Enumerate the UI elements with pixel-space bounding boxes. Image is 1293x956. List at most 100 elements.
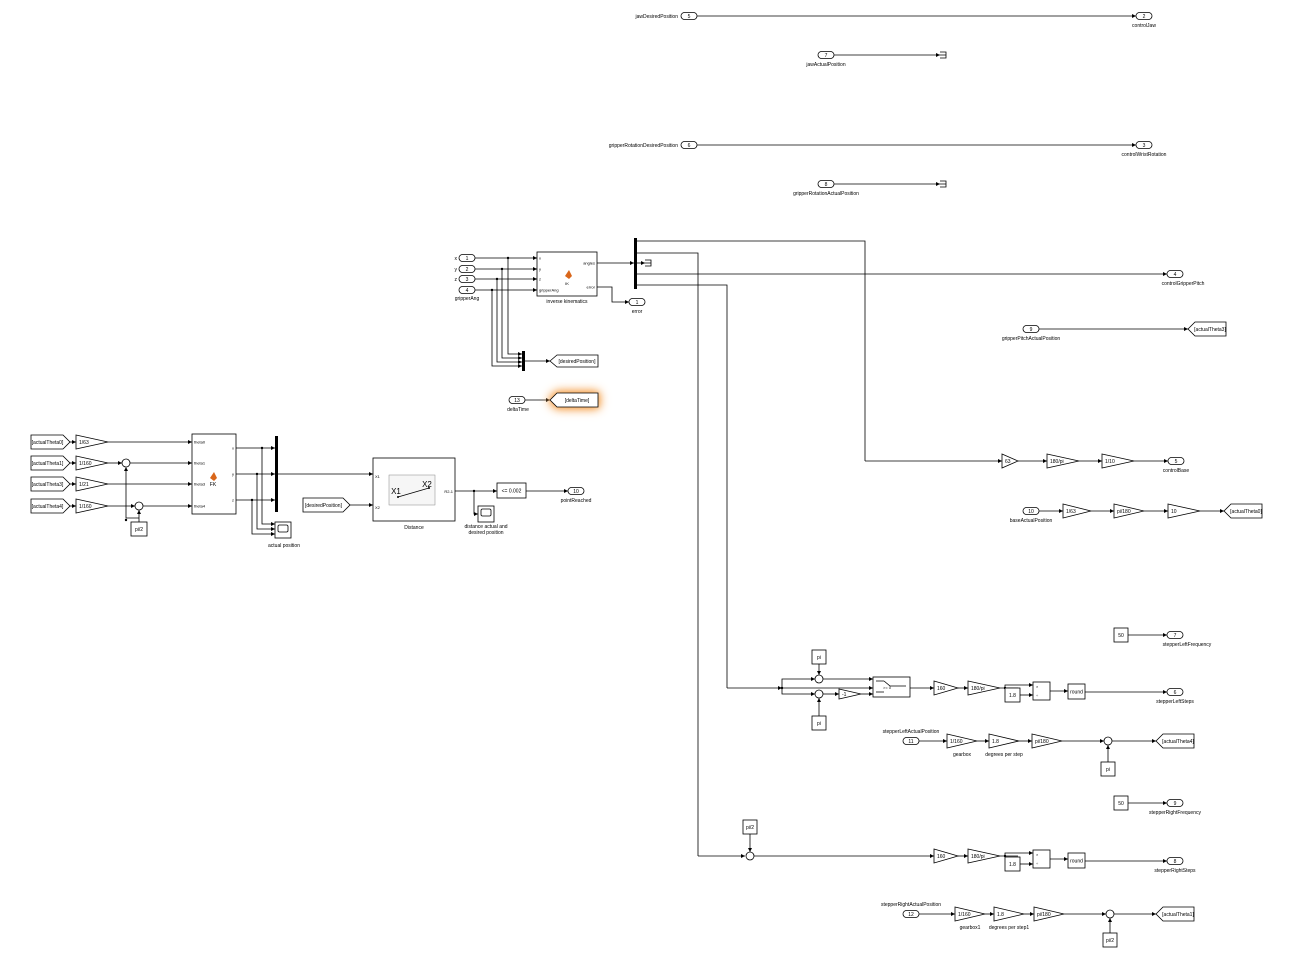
const-1-8-left[interactable]: 1.8 — [1004, 687, 1021, 703]
const-pi-top[interactable]: pi — [811, 649, 827, 665]
gain-neg1[interactable]: -1 — [838, 688, 862, 700]
port-shape — [1166, 631, 1184, 639]
const-pi2-fk[interactable]: pi/2 — [130, 521, 148, 537]
from-shape — [30, 434, 71, 450]
compare-block[interactable]: <= 0.002 — [496, 482, 527, 499]
const-pi-left-actual[interactable]: pi — [1100, 761, 1116, 777]
gain-pi180-right[interactable]: pi/180 — [1033, 906, 1065, 922]
ik-input-label: z — [539, 277, 541, 282]
sum-fk-1[interactable] — [121, 458, 131, 468]
gain-fk-2[interactable]: 1/21 — [75, 476, 109, 492]
sum-left-bottom[interactable] — [814, 689, 824, 699]
const-1-8-right[interactable]: 1.8 — [1004, 856, 1021, 872]
gain-180pi-right[interactable]: 180/pi — [967, 848, 1001, 864]
arrow-head — [1163, 633, 1167, 637]
label-line: distance actual and — [464, 524, 507, 530]
goto-actualTheta0[interactable]: [actualTheta0] — [1223, 503, 1262, 519]
round-left[interactable]: round — [1067, 683, 1086, 700]
gain-1-10[interactable]: 1/10 — [1101, 453, 1135, 469]
demux-angles[interactable] — [634, 238, 637, 289]
sum-right[interactable] — [745, 851, 755, 861]
goto-deltaTime[interactable]: [deltaTime] — [549, 392, 599, 408]
inport-y[interactable]: 2y — [455, 265, 476, 273]
sum-right-actual[interactable] — [1105, 909, 1115, 919]
gain-pi180-base[interactable]: pi/180 — [1113, 503, 1145, 519]
gain-fk-1[interactable]: 1/160 — [75, 455, 109, 471]
gain-fk-3[interactable]: 1/160 — [75, 498, 109, 514]
gain-160-left[interactable]: 160 — [933, 680, 960, 696]
mux-actual[interactable] — [275, 436, 278, 512]
const-pi2-right-actual[interactable]: pi/2 — [1102, 932, 1118, 948]
const-pi2-right[interactable]: pi/2 — [742, 819, 758, 835]
goto-desiredPosition[interactable]: [desiredPosition] — [549, 354, 599, 368]
const-50-left[interactable]: 50 — [1113, 627, 1129, 643]
sum-left-actual[interactable] — [1103, 736, 1113, 746]
from-tag: [actualTheta3] — [32, 482, 64, 488]
ik-input-label: gripperAng — [539, 288, 559, 293]
gain-pi180-left[interactable]: pi/180 — [1031, 733, 1063, 749]
gain-160-right[interactable]: 160 — [933, 848, 960, 864]
gain-triangle — [993, 906, 1025, 922]
sum-left-top[interactable] — [814, 674, 824, 684]
from-actualTheta1[interactable]: [actualTheta1] — [30, 455, 71, 471]
goto-actualTheta3[interactable]: [actualTheta3] — [1187, 321, 1226, 337]
gain-180pi-base[interactable]: 180/pi — [1046, 453, 1080, 469]
arrow-head — [1029, 862, 1033, 866]
product-right[interactable]: ×÷ — [1032, 849, 1051, 869]
from-actualTheta4[interactable]: [actualTheta4] — [30, 498, 71, 514]
switch-left[interactable]: >= 0 — [872, 676, 911, 698]
gain-10[interactable]: 10 — [1167, 503, 1201, 519]
scope-actual-position[interactable] — [274, 521, 292, 539]
gain-fk-0[interactable]: 1/63 — [75, 434, 109, 450]
from-actualTheta3[interactable]: [actualTheta3] — [30, 476, 71, 492]
from-desiredPosition[interactable]: [desiredPosition] — [302, 497, 351, 513]
round-right[interactable]: round — [1067, 852, 1086, 869]
terminator — [940, 180, 947, 188]
inport-x[interactable]: 1x — [455, 254, 476, 262]
product-left[interactable]: ×÷ — [1032, 681, 1051, 701]
const-pi-bottom[interactable]: pi — [811, 715, 827, 731]
mux-desired[interactable] — [522, 351, 525, 371]
goto-shape — [549, 354, 599, 368]
scope-distance[interactable] — [477, 505, 495, 523]
signal-line — [597, 286, 629, 303]
from-actualTheta0[interactable]: [actualTheta0] — [30, 434, 71, 450]
const-50-right[interactable]: 50 — [1113, 795, 1129, 811]
gain-1-63-actual[interactable]: 1/63 — [1062, 503, 1092, 519]
goto-actualTheta1[interactable]: [actualTheta1] — [1155, 906, 1194, 922]
port-name: pointReached — [561, 498, 592, 504]
gain-180pi-left[interactable]: 180/pi — [967, 680, 1001, 696]
sum-fk-4[interactable] — [134, 501, 144, 511]
arrow-head — [869, 677, 873, 681]
inport-z[interactable]: 3z — [455, 275, 476, 283]
goto-actualTheta4[interactable]: [actualTheta4] — [1155, 733, 1194, 749]
gain-63[interactable]: 63 — [1001, 453, 1019, 469]
